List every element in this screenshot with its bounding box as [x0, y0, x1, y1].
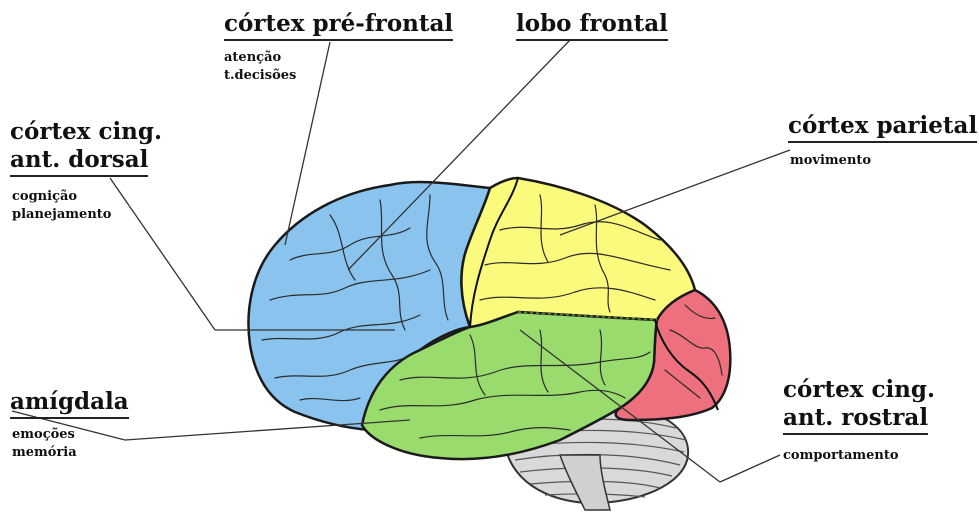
parietal-note-movement: movimento — [790, 152, 871, 170]
amygdala-label: amígdala — [10, 388, 129, 419]
acc-dorsal-title-line1: córtex cing. — [10, 118, 162, 146]
prefrontal-note-decisions: t.decisões — [224, 67, 296, 85]
acc-dorsal-notes: cognição planejamento — [12, 188, 111, 224]
acc-dorsal-label: córtex cing. ant. dorsal — [10, 118, 162, 177]
acc-rostral-notes: comportamento — [783, 447, 899, 465]
acc-rostral-label: córtex cing. ant. rostral — [783, 376, 935, 435]
acc-dorsal-title-line2: ant. dorsal — [10, 146, 148, 177]
amygdala-note-emotions: emoções — [12, 426, 77, 444]
acc-dorsal-note-cognition: cognição — [12, 188, 111, 206]
amygdala-notes: emoções memória — [12, 426, 77, 462]
parietal-title: córtex parietal — [788, 112, 977, 143]
parietal-region — [461, 178, 695, 327]
frontal-label: lobo frontal — [516, 10, 668, 41]
prefrontal-label: córtex pré-frontal — [224, 10, 453, 41]
prefrontal-title: córtex pré-frontal — [224, 10, 453, 41]
acc-rostral-title-line1: córtex cing. — [783, 376, 935, 404]
parietal-notes: movimento — [790, 152, 871, 170]
frontal-title: lobo frontal — [516, 10, 668, 41]
amygdala-note-memory: memória — [12, 444, 77, 462]
acc-rostral-note-behavior: comportamento — [783, 447, 899, 465]
prefrontal-note-attention: atenção — [224, 49, 296, 67]
amygdala-title: amígdala — [10, 388, 129, 419]
parietal-label: córtex parietal — [788, 112, 977, 143]
acc-dorsal-note-planning: planejamento — [12, 206, 111, 224]
acc-rostral-title-line2: ant. rostral — [783, 404, 928, 435]
prefrontal-notes: atenção t.decisões — [224, 49, 296, 85]
